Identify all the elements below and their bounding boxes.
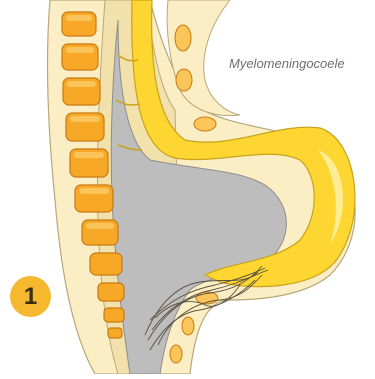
step-number-badge: 1 (10, 276, 51, 317)
myelomeningocoele-label: Myelomeningocoele (229, 56, 345, 71)
step-number: 1 (24, 283, 37, 311)
